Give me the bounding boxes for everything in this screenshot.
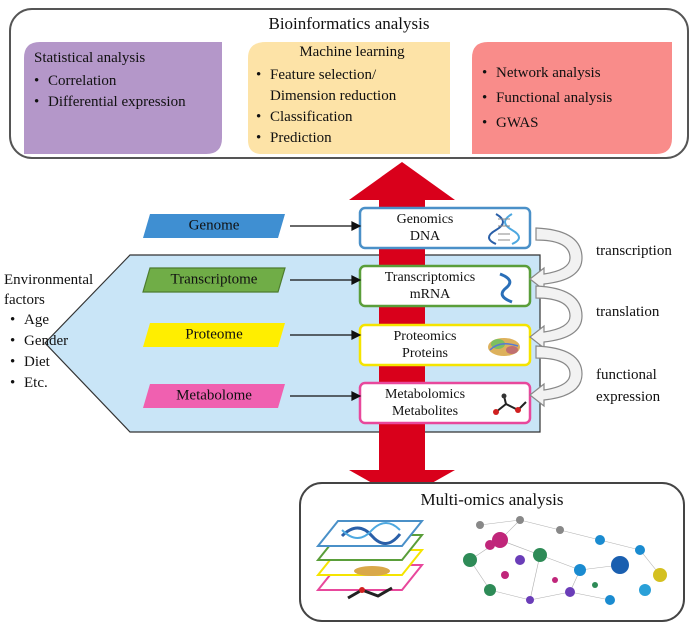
bioinformatics-title: Bioinformatics analysis	[268, 14, 430, 33]
proteomics-title: Proteomics	[393, 329, 457, 344]
statistical-analysis-panel: Statistical analysis Correlation Differe…	[34, 50, 219, 113]
metabolome-tag-label: Metabolome	[176, 387, 252, 404]
statistical-analysis-title: Statistical analysis	[34, 50, 146, 66]
metabolite-molecule-icon	[493, 393, 527, 415]
list-item: Network analysis	[482, 61, 667, 86]
network-analysis-panel: Network analysis Functional analysis GWA…	[482, 61, 667, 136]
list-item: Classification	[256, 107, 448, 128]
transcriptomics-subtitle: mRNA	[409, 287, 451, 302]
genome-tag	[143, 214, 285, 238]
metabolomics-title: Metabolomics	[384, 387, 466, 402]
functional-expression-label: functional expression	[596, 364, 660, 408]
list-item: Differential expression	[34, 92, 219, 113]
list-item: Prediction	[256, 128, 448, 149]
genomics-title: Genomics	[396, 212, 454, 227]
multi-omics-title: Multi-omics analysis	[420, 490, 564, 509]
translation-label: translation	[596, 304, 660, 320]
network-illustration	[463, 516, 667, 605]
transcriptome-tag-label: Transcriptome	[170, 271, 258, 288]
list-item-continuation: Dimension reduction	[270, 88, 397, 104]
tag-arrows	[290, 221, 362, 401]
transcription-label: transcription	[596, 243, 672, 259]
statistical-analysis-list: Correlation Differential expression	[34, 71, 219, 113]
environmental-title-line1: Environmental	[4, 272, 94, 288]
genomics-subtitle: DNA	[409, 229, 441, 244]
genome-tag-label-wrap: Genome	[143, 214, 285, 238]
machine-learning-title: Machine learning	[299, 44, 405, 60]
environmental-title-line2: factors	[4, 292, 45, 308]
list-item: GWAS	[482, 111, 667, 136]
metabolomics-label: Metabolomics Metabolites	[362, 386, 488, 420]
flow-arrows	[529, 227, 583, 408]
functional-expression-line1: functional	[596, 367, 657, 383]
list-item: Correlation	[34, 71, 219, 92]
proteomics-label: Proteomics Proteins	[362, 328, 488, 362]
list-item: Gender	[10, 331, 114, 352]
proteome-tag-label-wrap: Proteome	[143, 323, 285, 347]
metabolome-tag-label-wrap: Metabolome	[143, 384, 285, 408]
machine-learning-list: Feature selection/ Dimension reduction C…	[256, 65, 448, 149]
proteomics-box	[358, 323, 532, 367]
genomics-label: Genomics DNA	[362, 211, 488, 245]
environmental-factors: Environmental factors Age Gender Diet Et…	[4, 270, 114, 394]
metabolome-tag	[143, 384, 285, 408]
list-item: Feature selection/	[256, 65, 448, 86]
mrna-strand-icon	[499, 272, 513, 304]
environmental-factors-list: Age Gender Diet Etc.	[10, 310, 114, 394]
genome-tag-label: Genome	[188, 217, 240, 234]
proteome-tag-label: Proteome	[185, 326, 243, 343]
transcriptomics-box	[358, 264, 532, 308]
list-item: Etc.	[10, 373, 114, 394]
dna-helix-icon	[488, 213, 520, 245]
transcriptomics-label: Transcriptomics mRNA	[360, 269, 500, 303]
machine-learning-panel: Machine learning Feature selection/ Dime…	[256, 44, 448, 149]
transcriptome-tag-label-wrap: Transcriptome	[143, 268, 285, 292]
network-analysis-list: Network analysis Functional analysis GWA…	[482, 61, 667, 136]
list-item: Functional analysis	[482, 86, 667, 111]
genomics-box	[358, 206, 532, 250]
proteomics-subtitle: Proteins	[402, 346, 448, 361]
protein-structure-icon	[488, 338, 520, 356]
metabolomics-box	[358, 381, 532, 425]
proteome-tag	[143, 323, 285, 347]
metabolomics-subtitle: Metabolites	[391, 404, 459, 419]
functional-expression-line2: expression	[596, 389, 661, 405]
transcriptome-tag	[142, 267, 286, 293]
stacked-layers-illustration	[315, 520, 425, 600]
list-item: Age	[10, 310, 114, 331]
list-item: Diet	[10, 352, 114, 373]
transcriptomics-title: Transcriptomics	[384, 270, 476, 285]
